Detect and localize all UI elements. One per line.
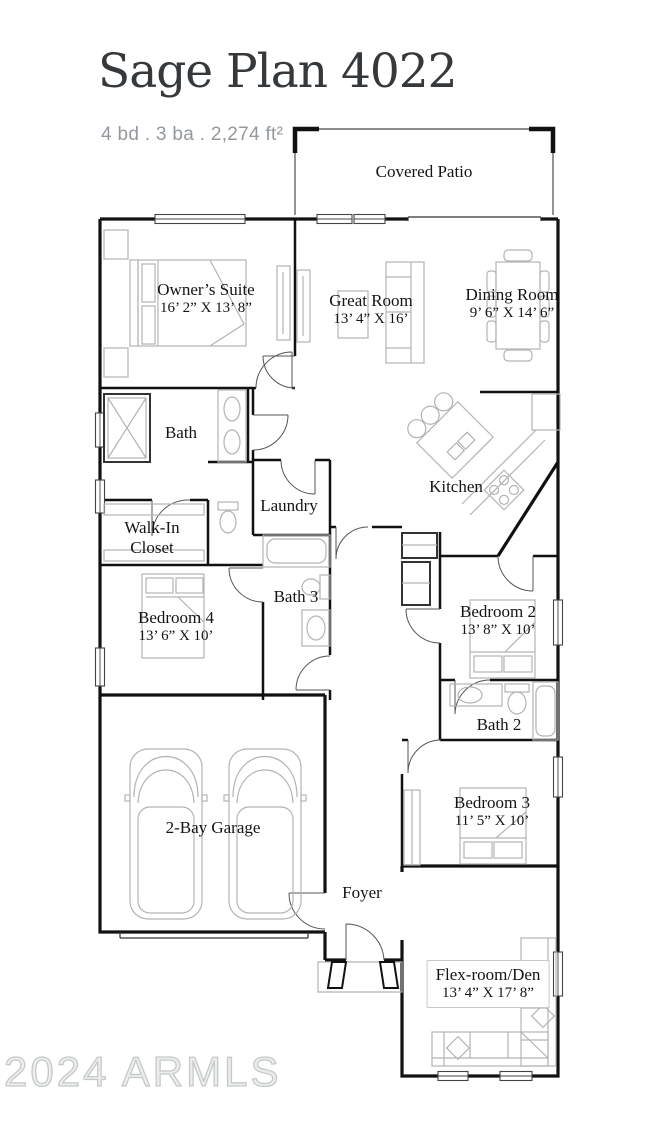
bath2-fixtures	[449, 681, 559, 741]
plan-specs: 4 bd . 3 ba . 2,274 ft²	[101, 124, 284, 145]
hall-closets	[401, 532, 438, 866]
room-dims: 13’ 8” X 10’	[460, 622, 536, 639]
room-name: Great Room	[329, 291, 413, 310]
bedroom4-bed	[141, 573, 205, 659]
room-dims: 13’ 4” X 16’	[333, 311, 409, 328]
room-name: Bedroom 3	[453, 793, 531, 812]
dining-table	[486, 249, 550, 362]
label-great-room: Great Room 13’ 4” X 16’	[329, 291, 413, 329]
room-name: Flex-room/Den	[435, 965, 541, 984]
owner-bed	[103, 229, 247, 378]
covered-patio-walls	[292, 126, 556, 215]
room-name: Bedroom 4	[137, 608, 215, 627]
label-bath-3: Bath 3	[274, 587, 319, 607]
label-dining-room: Dining Room 9’ 6” X 14’ 6”	[465, 285, 558, 323]
room-name: Bath 2	[476, 715, 522, 734]
room-name: Covered Patio	[375, 162, 473, 181]
owner-bath-fixtures	[103, 389, 247, 562]
label-laundry: Laundry	[260, 496, 318, 516]
room-name: Laundry	[260, 496, 318, 515]
windows	[94, 213, 564, 1082]
label-bedroom-3: Bedroom 3 11’ 5” X 10’	[454, 793, 530, 831]
bedroom3-bed	[459, 787, 527, 865]
room-name: Kitchen	[429, 477, 483, 496]
great-room-sofa	[337, 261, 425, 364]
label-bath-2: Bath 2	[477, 715, 522, 735]
room-name: Dining Room	[465, 285, 559, 304]
bedroom2-bed	[469, 599, 536, 679]
label-flex-room: Flex-room/Den 13’ 4” X 17’ 8”	[426, 960, 550, 1008]
room-dims: 16’ 2” X 13’ 8”	[160, 300, 252, 317]
room-dims: 9’ 6” X 14’ 6”	[469, 305, 555, 322]
page-title: Sage Plan 4022	[98, 44, 458, 99]
label-garage: 2-Bay Garage	[166, 818, 261, 838]
room-name: Foyer	[342, 883, 382, 902]
door-swings	[151, 351, 534, 961]
label-bedroom-2: Bedroom 2 13’ 8” X 10’	[460, 602, 536, 640]
bath3-fixtures	[262, 534, 331, 647]
kitchen-counter	[461, 393, 561, 516]
room-name: Bath	[164, 423, 198, 442]
label-owners-suite: Owner’s Suite 16’ 2” X 13’ 8”	[157, 280, 254, 318]
kitchen-island	[407, 392, 495, 480]
room-name: Bedroom 2	[459, 602, 537, 621]
label-kitchen: Kitchen	[429, 477, 483, 497]
tv-consoles	[276, 265, 311, 343]
label-foyer: Foyer	[342, 883, 382, 903]
garage-car-right	[223, 748, 307, 920]
room-dims: 13’ 4” X 17’ 8”	[442, 985, 534, 1002]
room-name: Bath 3	[273, 587, 319, 606]
label-bath: Bath	[165, 423, 197, 443]
room-name: 2-Bay Garage	[165, 818, 261, 837]
room-name: Owner’s Suite	[157, 280, 255, 299]
room-name: Walk-In Closet	[124, 518, 180, 558]
garage-car-left	[124, 748, 208, 920]
entry-porch	[317, 961, 403, 993]
exterior-walls	[98, 216, 560, 1078]
label-bedroom-4: Bedroom 4 13’ 6” X 10’	[138, 608, 214, 646]
room-dims: 13’ 6” X 10’	[138, 628, 214, 645]
label-walk-in-closet: Walk-In Closet	[111, 518, 193, 558]
label-covered-patio: Covered Patio	[376, 162, 473, 182]
room-dims: 11’ 5” X 10’	[454, 813, 530, 830]
armls-watermark: 2024 ARMLS	[3, 1047, 282, 1095]
